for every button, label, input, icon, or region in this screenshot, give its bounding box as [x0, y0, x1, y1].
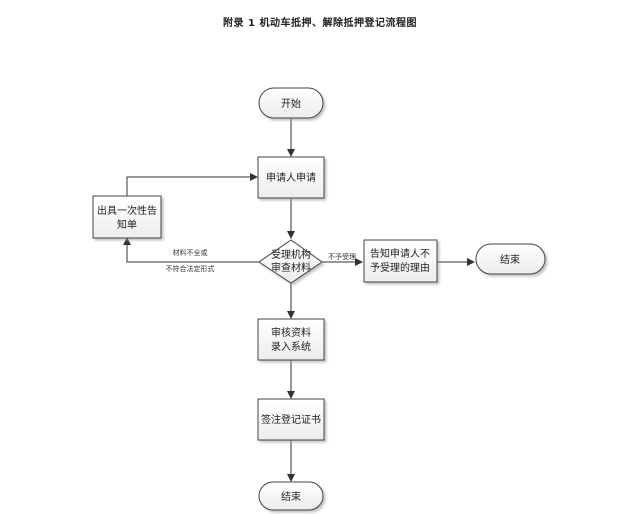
apply-label: 申请人申请: [266, 171, 316, 184]
reject-reason-node: 告知申请人不 予受理的理由: [363, 239, 438, 283]
edge-notice-to-apply: [126, 173, 258, 196]
reject-reason-label-line1: 告知申请人不: [370, 247, 430, 260]
end-bottom-label: 结束: [281, 490, 301, 503]
end-bottom-node: 结束: [258, 481, 324, 511]
end-right-label: 结束: [500, 253, 520, 266]
enter-system-label-line1: 审核资料: [271, 326, 311, 339]
enter-system-node: 审核资料 录入系统: [257, 318, 325, 361]
start-node: 开始: [258, 87, 324, 119]
connectors: [123, 118, 475, 482]
enter-system-label-line2: 录入系统: [271, 340, 311, 353]
edge-label-incomplete-line2: 不符合法定形式: [166, 264, 215, 273]
apply-node: 申请人申请: [257, 156, 325, 199]
issue-notice-node: 出具一次性告 知单: [92, 195, 162, 239]
review-label-line1: 受理机构: [271, 248, 311, 261]
end-right-node: 结束: [475, 243, 546, 275]
reject-reason-label-line2: 予受理的理由: [370, 261, 430, 274]
issue-notice-label-line2: 知单: [117, 218, 137, 231]
page-title: 附录 1 机动车抵押、解除抵押登记流程图: [223, 18, 417, 29]
review-label-line2: 审查材料: [271, 261, 311, 274]
sign-certificate-node: 签注登记证书: [257, 398, 325, 441]
sign-certificate-label: 签注登记证书: [261, 413, 321, 426]
start-label: 开始: [281, 97, 301, 110]
issue-notice-label-line1: 出具一次性告: [97, 204, 157, 217]
edge-review-to-notice: [123, 237, 259, 263]
edge-label-not-accepted: 不予受理: [328, 252, 356, 261]
review-decision: 受理机构 审查材料: [258, 239, 323, 284]
edge-label-incomplete-line1: 材料不全或: [173, 248, 208, 257]
